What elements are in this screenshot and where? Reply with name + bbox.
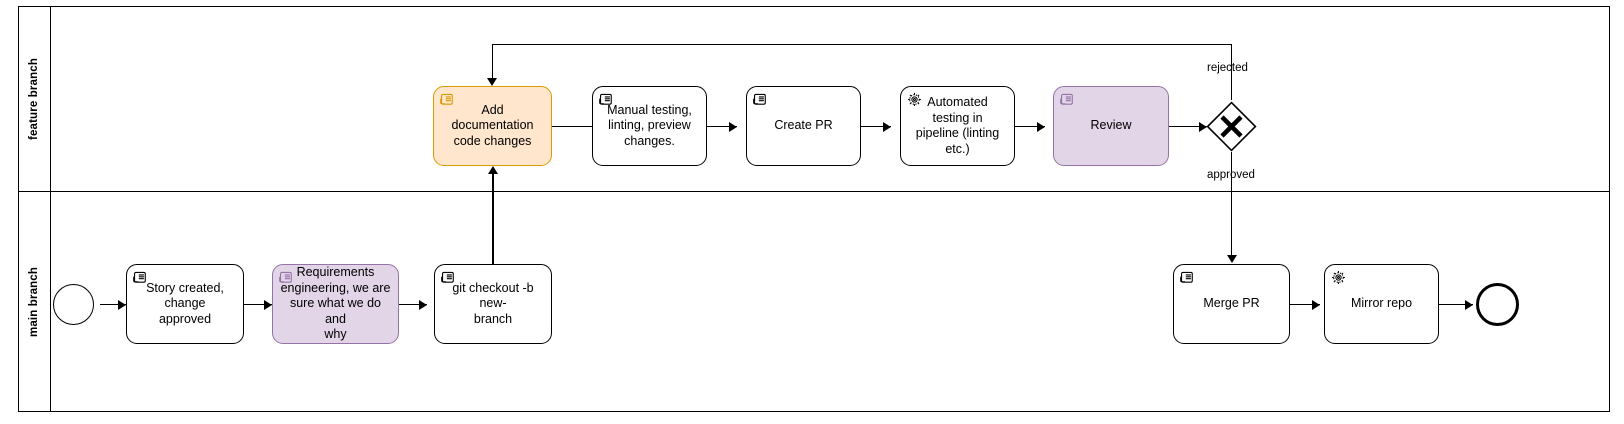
edge-label-approved: approved <box>1207 169 1255 181</box>
process-pool <box>18 6 1610 412</box>
flow-automated-to-review <box>1015 126 1045 128</box>
manual-hand-icon <box>439 91 456 108</box>
start-event[interactable] <box>53 284 94 325</box>
flow-start-to-story <box>100 304 126 306</box>
manual-hand-icon <box>752 91 769 108</box>
lane-divider <box>18 191 1610 192</box>
flow-adddoc-to-manualtesting <box>552 126 592 128</box>
end-event[interactable] <box>1476 283 1519 326</box>
review-task[interactable]: Review <box>1053 86 1169 166</box>
manual-hand-icon <box>598 91 615 108</box>
git-checkout-task-label: git checkout -b new- branch <box>452 280 534 326</box>
flow-mirror-to-end <box>1439 304 1473 306</box>
mirror-repo-task[interactable]: Mirror repo <box>1324 264 1439 344</box>
requirements-task-label: Requirements engineering, we are sure wh… <box>280 265 391 342</box>
manual-hand-icon <box>132 269 149 286</box>
manual-hand-icon <box>1179 269 1196 286</box>
flow-story-to-requirements <box>244 304 272 306</box>
flow-git-to-adddoc-arrow <box>488 166 498 174</box>
manual-testing-task-label: Manual testing, linting, preview changes… <box>607 102 692 148</box>
merge-pr-task-label: Merge PR <box>1203 296 1260 311</box>
add-documentation-task[interactable]: Add documentation code changes <box>433 86 552 166</box>
flow-review-to-gateway <box>1169 126 1207 128</box>
flow-git-to-adddoc <box>492 172 494 270</box>
flow-approved-arrow <box>1226 255 1237 263</box>
flow-manualtesting-to-createpr-arrow <box>729 121 737 132</box>
gear-icon <box>1330 269 1347 286</box>
flow-start-to-story-arrow <box>118 299 126 310</box>
lane-header-feature-branch: feature branch <box>18 6 51 191</box>
add-documentation-task-label: Add documentation code changes <box>451 102 534 148</box>
flow-rejected-seg-left <box>491 44 1232 46</box>
manual-hand-icon <box>440 269 457 286</box>
flow-review-to-gateway-arrow <box>1199 121 1207 132</box>
flow-mirror-to-end-arrow <box>1465 299 1473 310</box>
lane-header-main-branch: main branch <box>18 191 51 412</box>
requirements-task[interactable]: Requirements engineering, we are sure wh… <box>272 264 399 344</box>
merge-pr-task[interactable]: Merge PR <box>1173 264 1290 344</box>
review-decision-gateway[interactable] <box>1206 101 1257 152</box>
flow-rejected-arrow <box>487 78 498 86</box>
story-created-task-label: Story created, change approved <box>146 280 224 326</box>
lane-label-feature-branch: feature branch <box>28 57 41 140</box>
gear-icon <box>906 91 923 108</box>
flow-approved-seg <box>1231 152 1233 258</box>
flow-requirements-to-git-arrow <box>419 299 427 310</box>
flow-rejected-seg-up <box>1231 44 1233 100</box>
manual-hand-icon <box>1059 91 1076 108</box>
flow-rejected-seg-down <box>491 44 493 80</box>
flow-requirements-to-git <box>399 304 427 306</box>
story-created-task[interactable]: Story created, change approved <box>126 264 244 344</box>
flow-story-to-requirements-arrow <box>264 299 272 310</box>
git-checkout-task[interactable]: git checkout -b new- branch <box>434 264 552 344</box>
automated-testing-task-label: Automated testing in pipeline (linting e… <box>915 95 1000 156</box>
create-pr-task[interactable]: Create PR <box>746 86 861 166</box>
lane-label-main-branch: main branch <box>28 266 40 337</box>
flow-mergepr-to-mirror-arrow <box>1312 299 1320 310</box>
create-pr-task-label: Create PR <box>774 118 833 133</box>
manual-hand-icon <box>278 269 295 286</box>
flow-createpr-to-automated-arrow <box>883 121 891 132</box>
flow-createpr-to-automated <box>861 126 891 128</box>
mirror-repo-task-label: Mirror repo <box>1350 296 1413 311</box>
automated-testing-task[interactable]: Automated testing in pipeline (linting e… <box>900 86 1015 166</box>
review-task-label: Review <box>1090 118 1132 133</box>
flow-manualtesting-to-createpr <box>707 126 737 128</box>
flow-automated-to-review-arrow <box>1037 121 1045 132</box>
edge-label-rejected: rejected <box>1207 62 1248 74</box>
manual-testing-task[interactable]: Manual testing, linting, preview changes… <box>592 86 707 166</box>
flow-mergepr-to-mirror <box>1290 304 1320 306</box>
x-gateway-icon <box>1206 101 1257 152</box>
